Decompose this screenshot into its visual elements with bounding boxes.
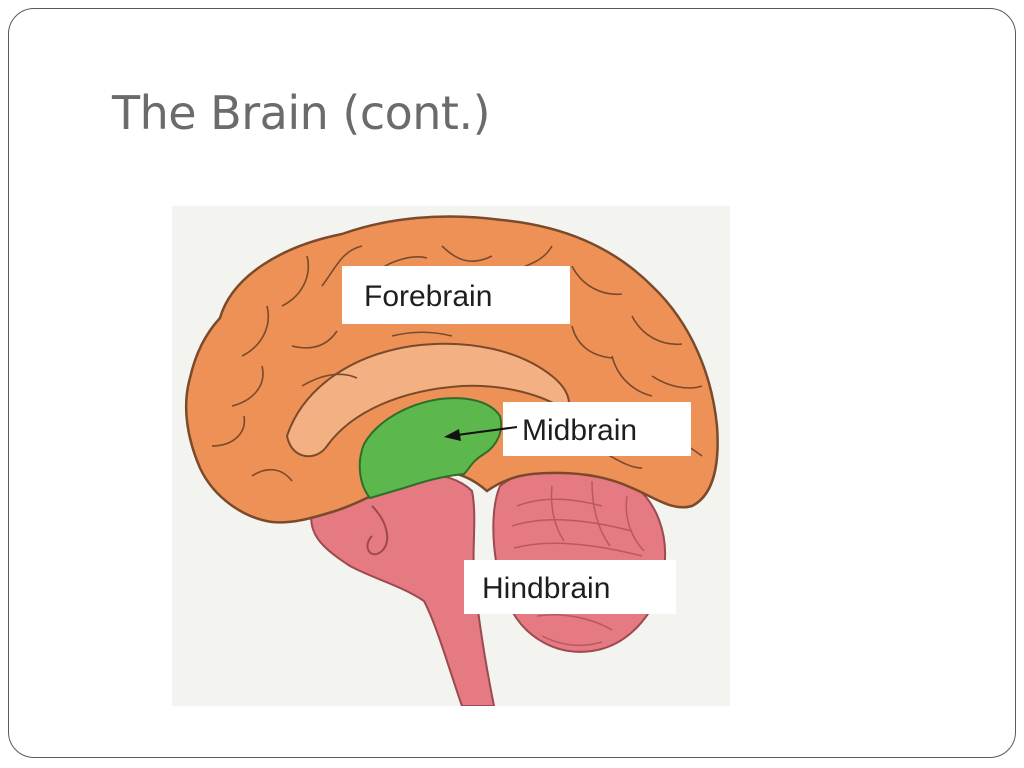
pons-detail xyxy=(366,505,389,556)
midbrain-label-box xyxy=(503,402,691,456)
midbrain-shape xyxy=(358,397,503,500)
brain-diagram-svg: Forebrain Midbrain Hindbrain xyxy=(172,206,730,706)
hindbrain-label: Hindbrain xyxy=(464,560,676,614)
forebrain-label: Forebrain xyxy=(342,266,570,324)
hindbrain-label-text: Hindbrain xyxy=(482,572,610,605)
midbrain-label: Midbrain xyxy=(503,402,691,456)
brain-diagram: Forebrain Midbrain Hindbrain xyxy=(172,206,730,706)
slide-title: The Brain (cont.) xyxy=(112,86,491,140)
hindbrain-label-box xyxy=(464,560,676,614)
forebrain-label-box xyxy=(342,266,570,324)
forebrain-label-text: Forebrain xyxy=(364,280,492,313)
midbrain-label-text: Midbrain xyxy=(522,414,637,447)
midbrain-pointer-arrow xyxy=(444,426,518,441)
midbrain-region xyxy=(358,397,503,500)
arrow-head xyxy=(444,429,461,441)
arrow-shaft xyxy=(456,426,518,436)
